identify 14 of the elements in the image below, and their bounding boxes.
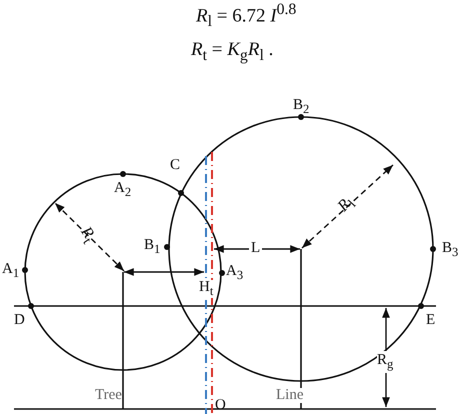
point-label: C [170, 158, 180, 173]
point-label: B$_{1}$ [144, 238, 160, 256]
point-label: A$_{1}$ [2, 262, 20, 280]
formula: R$_{t}$ = K$_{g}$R$_{l}$ . [191, 40, 274, 64]
point-label: B$_{2}$ [293, 98, 310, 116]
point-label: A$_{2}$ [114, 181, 132, 198]
dimension-label: R$_{g}$ [377, 351, 394, 372]
point-label: D [14, 313, 25, 328]
point-label: E [426, 313, 436, 328]
point-label: A$_{3}$ [226, 264, 244, 282]
formula: R$_{l}$ = 6.72 I$^{0.8}$ [196, 2, 296, 30]
point-label: B$_{3}$ [442, 241, 458, 258]
point-label: H$_{t}$ [199, 280, 214, 298]
object-label: Line [276, 388, 304, 403]
